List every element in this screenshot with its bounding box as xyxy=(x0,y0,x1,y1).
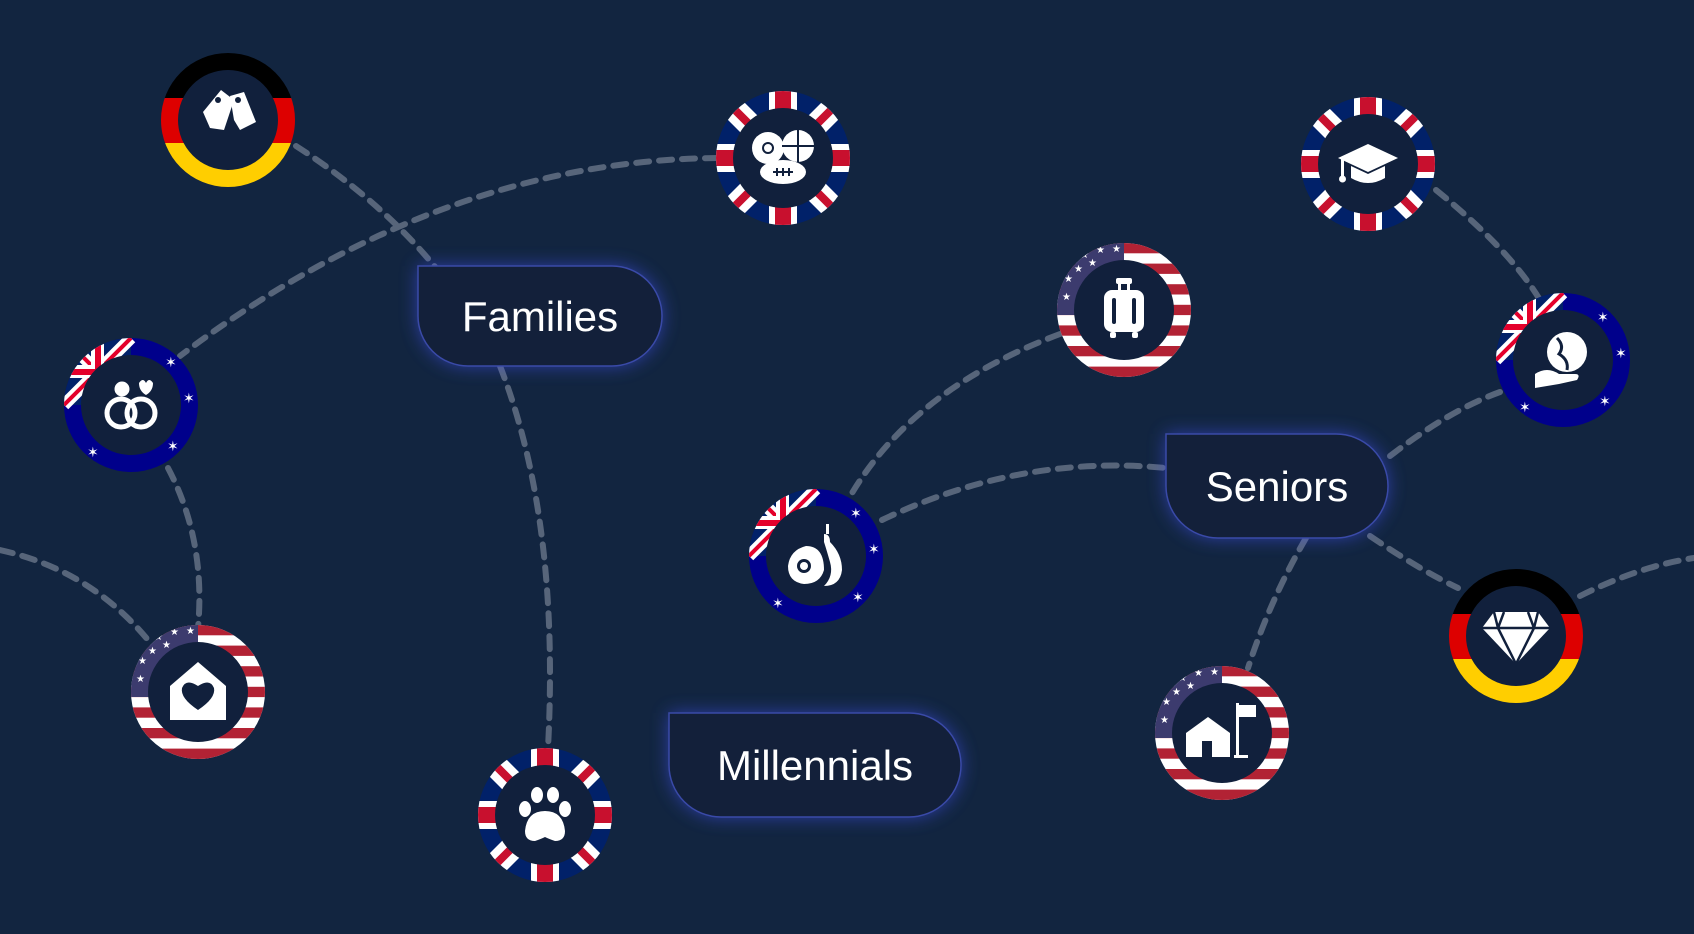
connector-line xyxy=(845,331,1063,503)
flag-node-usa[interactable] xyxy=(1057,243,1191,377)
connector-line xyxy=(879,462,1169,523)
segment-pill-seniors[interactable]: Seniors xyxy=(1165,433,1389,539)
connector-line xyxy=(1245,535,1309,671)
flag-node-uk[interactable] xyxy=(1301,97,1435,231)
connector-line xyxy=(1387,389,1503,459)
flag-node-uk[interactable] xyxy=(478,748,612,882)
flag-node-australia[interactable] xyxy=(1496,293,1630,427)
segment-label: Millennials xyxy=(717,742,913,789)
segment-label: Families xyxy=(462,293,618,340)
pill-body xyxy=(417,265,663,367)
connector-line xyxy=(293,143,439,271)
flag-node-germany[interactable] xyxy=(1449,569,1583,704)
node-core xyxy=(178,70,278,170)
node-core xyxy=(733,108,833,208)
pill-body xyxy=(668,712,962,818)
segment-label: Seniors xyxy=(1206,463,1348,510)
connector-line xyxy=(1577,555,1694,599)
segment-pill-millennials[interactable]: Millennials xyxy=(668,712,962,818)
flag-node-germany[interactable] xyxy=(161,53,295,188)
flag-node-australia[interactable] xyxy=(64,338,198,472)
pill-body xyxy=(1165,433,1389,539)
flag-node-usa[interactable] xyxy=(131,625,265,759)
flag-node-usa[interactable] xyxy=(1155,666,1289,800)
connector-line xyxy=(177,155,721,359)
connector-line xyxy=(0,547,151,643)
flag-node-uk[interactable] xyxy=(716,91,850,225)
connector-line xyxy=(497,363,553,751)
connector-line xyxy=(1367,533,1461,591)
connector-line xyxy=(165,465,203,631)
connector-line xyxy=(1433,187,1543,303)
segment-pill-families[interactable]: Families xyxy=(417,265,663,367)
connector-lines xyxy=(0,143,1694,751)
flag-node-australia[interactable] xyxy=(749,489,883,623)
